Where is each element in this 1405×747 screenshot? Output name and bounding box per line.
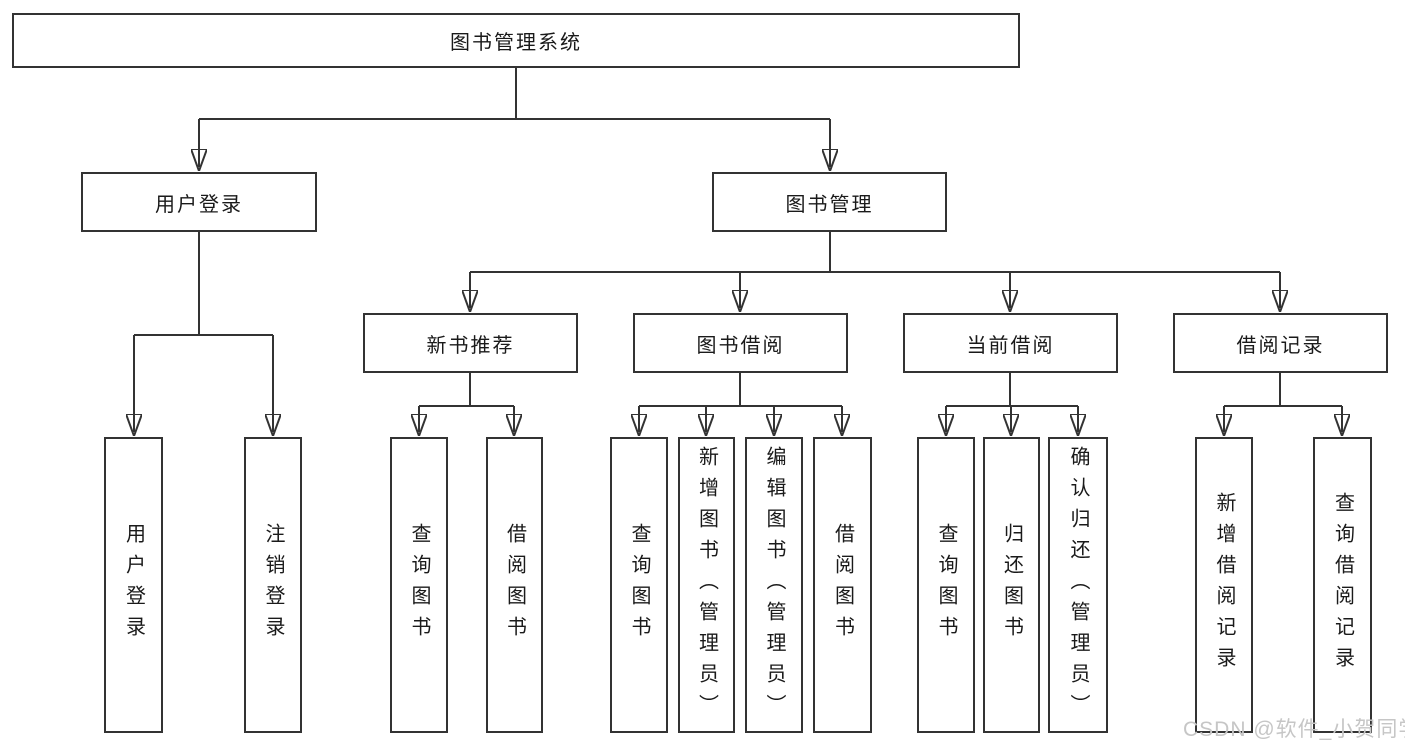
node-borrow-books: 借阅图书 <box>813 437 872 733</box>
node-add-book-admin: 新增图书（管理员） <box>678 437 735 733</box>
node-label: 图书管理系统 <box>450 32 582 54</box>
node-label: 图书管理 <box>785 193 874 216</box>
connector-root-to-level2 <box>199 68 830 167</box>
node-query-books: 查询图书 <box>390 437 448 733</box>
node-label: 查询图书 <box>408 523 430 647</box>
node-add-borrow-record: 新增借阅记录 <box>1195 437 1253 733</box>
node-label: 查询图书 <box>628 523 650 647</box>
node-query-books: 查询图书 <box>917 437 975 733</box>
node-label: 借阅图书 <box>831 523 854 647</box>
node-label: 新书推荐 <box>426 334 515 357</box>
connector-book-borrow-children <box>639 373 842 432</box>
node-new-book-recommend: 新书推荐 <box>363 313 578 373</box>
node-label: 借阅图书 <box>503 523 526 647</box>
node-label: 图书借阅 <box>696 334 785 357</box>
node-label: 确认归还（管理员） <box>1067 445 1089 725</box>
connector-book-mgmt-children <box>470 232 1280 308</box>
node-label: 编辑图书（管理员） <box>763 445 785 725</box>
node-return-books: 归还图书 <box>983 437 1040 733</box>
node-label: 借阅记录 <box>1236 334 1325 357</box>
node-user-login-leaf: 用户登录 <box>104 437 163 733</box>
node-label: 用户登录 <box>122 523 145 647</box>
node-current-borrowing: 当前借阅 <box>903 313 1118 373</box>
node-label: 查询图书 <box>935 523 957 647</box>
connector-new-book-children <box>419 373 514 432</box>
node-query-borrow-record: 查询借阅记录 <box>1313 437 1372 733</box>
node-library-system: 图书管理系统 <box>12 13 1020 68</box>
node-confirm-return-admin: 确认归还（管理员） <box>1048 437 1108 733</box>
node-label: 查询借阅记录 <box>1331 492 1354 678</box>
node-logout: 注销登录 <box>244 437 302 733</box>
node-label: 新增图书（管理员） <box>695 445 718 725</box>
node-label: 新增借阅记录 <box>1213 492 1235 678</box>
node-user-login: 用户登录 <box>81 172 317 232</box>
connector-current-borrow-children <box>946 373 1078 432</box>
connector-user-login-children <box>134 232 273 432</box>
node-book-borrowing: 图书借阅 <box>633 313 848 373</box>
node-label: 当前借阅 <box>966 334 1055 357</box>
node-label: 注销登录 <box>262 523 284 647</box>
connector-borrow-records-children <box>1224 373 1342 432</box>
watermark-text: CSDN @软件_小贺同学 <box>1183 718 1405 741</box>
node-edit-book-admin: 编辑图书（管理员） <box>745 437 803 733</box>
node-borrowing-records: 借阅记录 <box>1173 313 1388 373</box>
node-borrow-books: 借阅图书 <box>486 437 543 733</box>
node-query-books: 查询图书 <box>610 437 668 733</box>
node-label: 归还图书 <box>1000 523 1023 647</box>
node-label: 用户登录 <box>155 193 243 216</box>
node-book-management: 图书管理 <box>712 172 947 232</box>
